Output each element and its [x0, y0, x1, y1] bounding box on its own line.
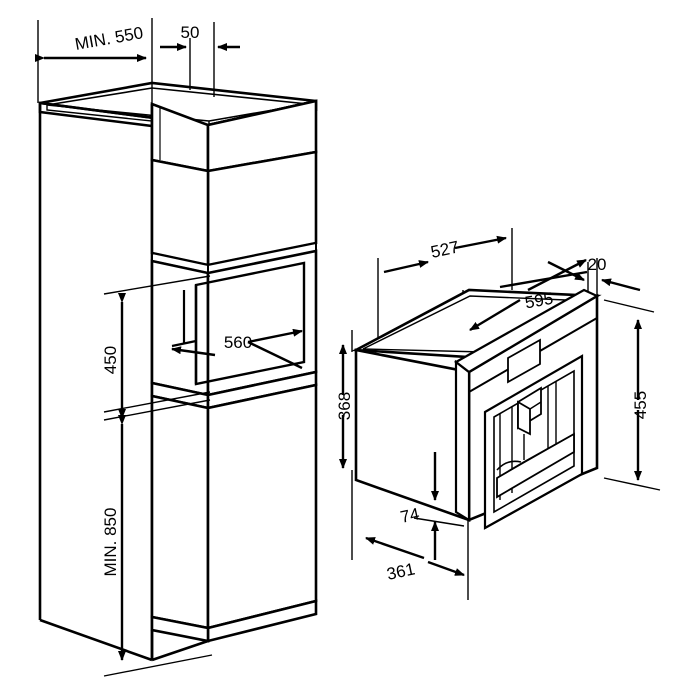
dim-74 — [413, 452, 465, 560]
dim-label-50: 50 — [181, 23, 200, 42]
dim-label-74: 74 — [399, 504, 421, 527]
dim-560 — [171, 328, 303, 370]
dim-455-leader-top — [603, 299, 655, 313]
dim-74-leader — [413, 517, 465, 527]
cabinet-left-wall-bottom — [39, 618, 153, 662]
dim-560-leader — [247, 340, 303, 370]
dim-450-leader-bottom — [103, 391, 211, 413]
drip-tray-edge — [496, 433, 575, 479]
dim-min850 — [103, 399, 213, 677]
left-dimension-annotations — [35, 43, 303, 677]
spout-top-scribe — [529, 401, 542, 410]
coffee-dispenser-spout-side — [517, 400, 531, 436]
dim-850-leader-top — [103, 399, 211, 421]
dim-450 — [103, 275, 211, 419]
plinth-bottom-edge — [151, 639, 209, 662]
dim-455 — [603, 299, 661, 491]
dim-label-455: 455 — [631, 391, 650, 419]
lower-fascia-line — [484, 473, 583, 529]
dim-label-min850: MIN. 850 — [101, 508, 120, 577]
lower-door-face — [206, 383, 318, 630]
dim-label-450: 450 — [101, 346, 120, 374]
dim-455-leader-bottom — [603, 477, 661, 491]
drip-tray-bowl — [496, 460, 522, 471]
lower-door-return — [150, 394, 210, 630]
upper-door-return — [150, 158, 210, 267]
left-cabinet-view — [37, 18, 318, 662]
fascia-left-thickness — [454, 359, 471, 522]
dim-361 — [365, 536, 465, 577]
dim-850-leader-bottom — [103, 654, 213, 677]
right-appliance-view — [351, 228, 602, 600]
dim-450-leader-top — [103, 275, 211, 295]
dim-527 — [383, 235, 507, 274]
dim-label-20: 20 — [588, 255, 607, 274]
right-dimension-annotations — [339, 235, 661, 577]
dim-label-560: 560 — [224, 333, 252, 352]
niche-shelf-stub — [171, 339, 197, 348]
cabinet-body — [38, 81, 318, 662]
dim-label-595: 595 — [523, 289, 554, 313]
appliance-body — [351, 288, 602, 530]
dim-20 — [547, 260, 641, 292]
dim-label-368: 368 — [335, 392, 354, 420]
fascia-top-thickness — [454, 288, 600, 374]
control-display-panel — [507, 338, 541, 384]
